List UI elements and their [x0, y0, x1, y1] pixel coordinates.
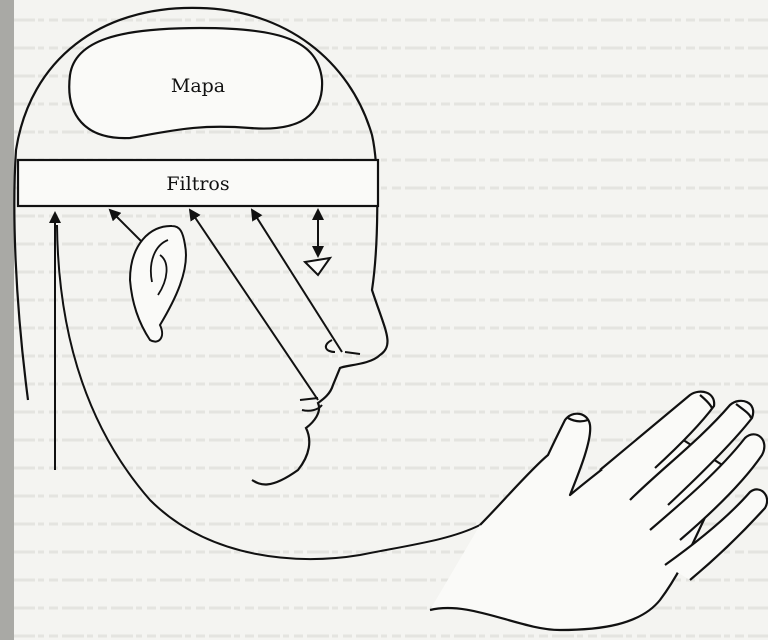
map-label: Mapa: [171, 75, 225, 97]
filters-label: Filtros: [166, 173, 229, 195]
left-margin-edge: [0, 0, 14, 640]
